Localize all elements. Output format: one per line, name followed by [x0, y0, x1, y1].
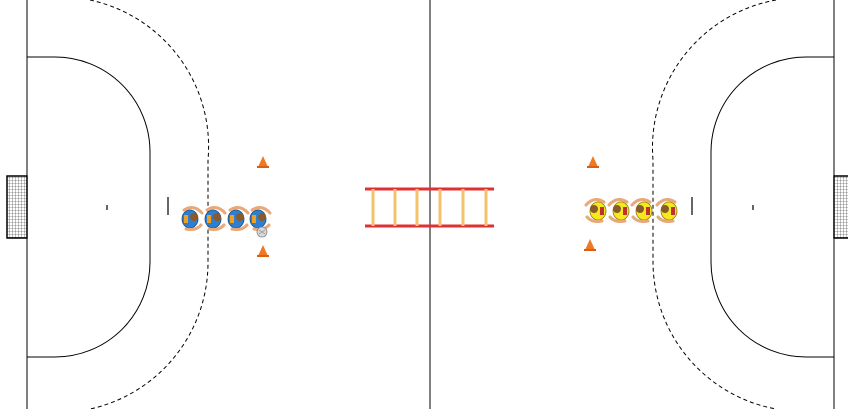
goal-icon: [7, 176, 27, 238]
player-icon-blue: [228, 208, 248, 230]
nine-meter-line-left: [90, 0, 209, 409]
cone-icon: [584, 239, 596, 251]
six-meter-line-right: [711, 57, 834, 357]
six-meter-line-left: [27, 57, 150, 357]
cone-icon: [257, 245, 269, 257]
player-icon-yellow: [657, 200, 677, 222]
player-icon-blue: [250, 208, 270, 230]
cone-icon: [587, 156, 599, 168]
goal-icon: [834, 176, 848, 238]
player-icon-blue: [182, 208, 202, 230]
player-icon-yellow: [609, 200, 629, 222]
player-icon-yellow: [586, 200, 606, 222]
cone-icon: [257, 156, 269, 168]
player-icon-yellow: [632, 200, 652, 222]
ball-icon: [257, 227, 267, 237]
player-icon-blue: [205, 208, 225, 230]
court-lines: [27, 0, 834, 409]
